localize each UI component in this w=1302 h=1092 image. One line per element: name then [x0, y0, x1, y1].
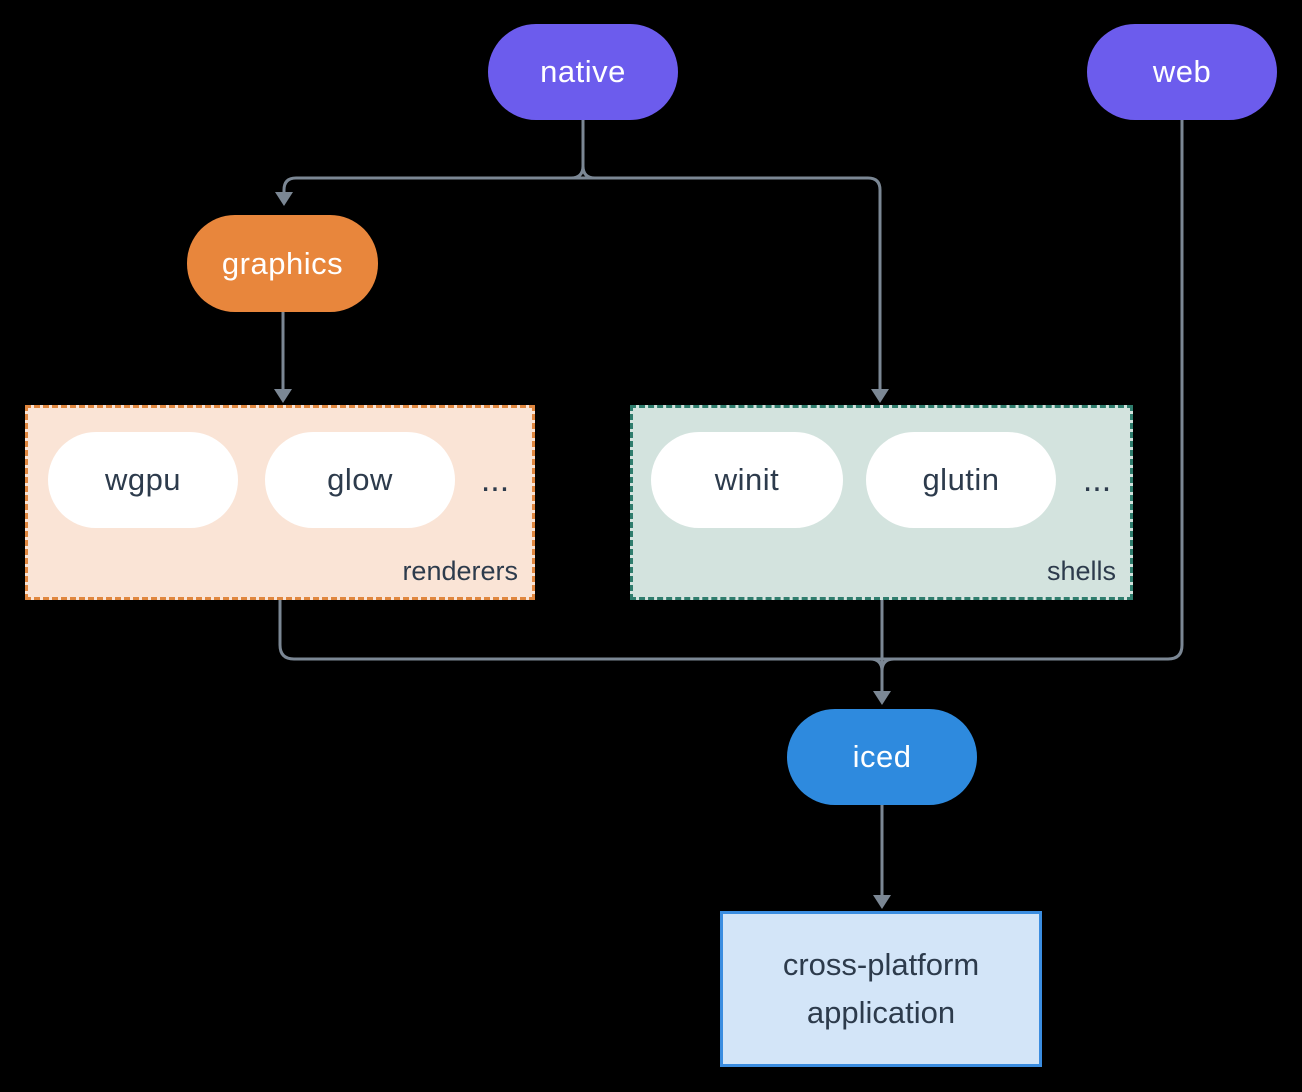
node-glow-label: glow	[327, 462, 393, 497]
connector-native-branches	[282, 176, 882, 390]
connector-native-stem	[570, 120, 596, 180]
node-winit: winit	[651, 432, 843, 528]
group-shells-label: shells	[1046, 556, 1116, 586]
group-renderers-label: renderers	[402, 556, 518, 586]
shells-ellipsis: ...	[1082, 460, 1112, 499]
connector-web-merge	[882, 120, 1184, 661]
node-winit-label: winit	[714, 462, 780, 497]
connector-renderers-merge	[278, 600, 882, 661]
node-wgpu: wgpu	[48, 432, 238, 528]
node-native: native	[488, 24, 678, 120]
arrow-into-iced	[873, 691, 891, 705]
node-web: web	[1087, 24, 1277, 120]
node-graphics-label: graphics	[221, 245, 344, 281]
arrow-into-application	[873, 895, 891, 909]
node-web-label: web	[1152, 54, 1212, 89]
node-application-label: cross-platform application	[782, 946, 980, 1030]
node-wgpu-label: wgpu	[104, 462, 182, 497]
node-native-label: native	[540, 54, 626, 89]
arrow-into-shells	[871, 389, 889, 403]
arrow-into-graphics	[275, 192, 293, 206]
node-application: cross-platform application	[720, 911, 1042, 1067]
node-iced-label: iced	[852, 739, 912, 774]
node-iced: iced	[787, 709, 977, 805]
arrow-into-renderers	[274, 389, 292, 403]
node-glow: glow	[265, 432, 455, 528]
renderers-ellipsis: ...	[480, 460, 510, 499]
node-glutin: glutin	[866, 432, 1056, 528]
node-graphics: graphics	[187, 215, 378, 312]
node-glutin-label: glutin	[922, 462, 1000, 497]
